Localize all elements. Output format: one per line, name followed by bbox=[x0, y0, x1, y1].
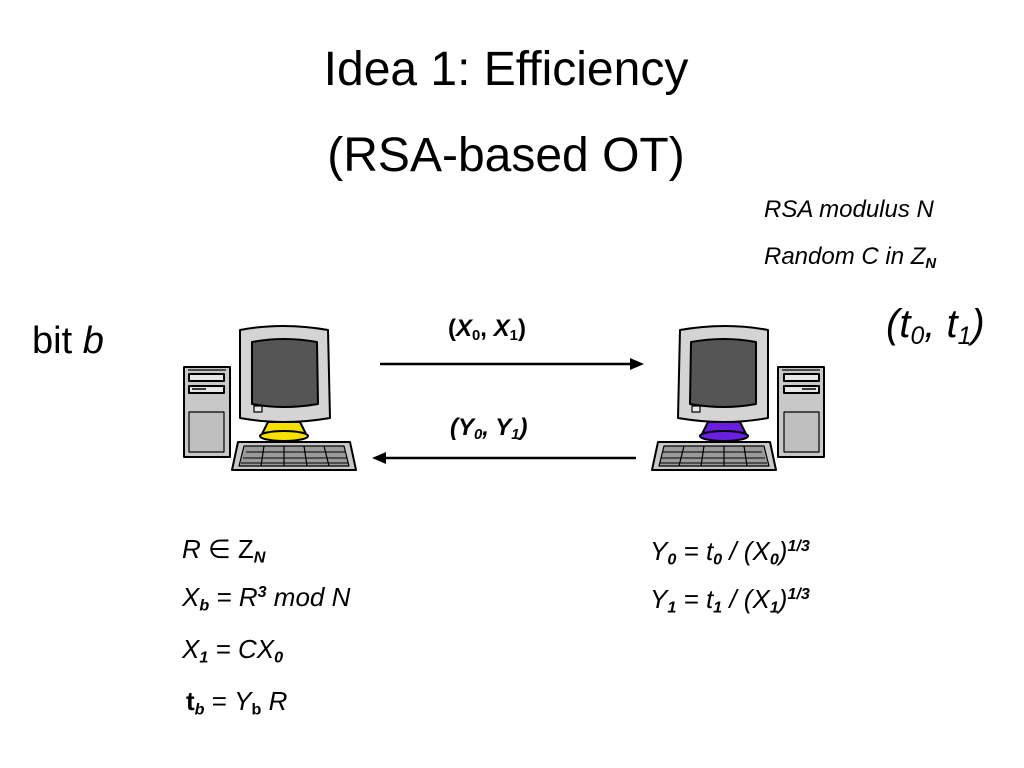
arrow-forward bbox=[380, 358, 644, 370]
receiver-step-1: R ∈ ZN bbox=[182, 534, 266, 567]
sender-setup-modulus: RSA modulus N bbox=[764, 196, 934, 223]
sender-setup-random-c: Random C in ZN bbox=[764, 243, 937, 273]
message-forward-label: (X0, X1) bbox=[448, 315, 526, 345]
sender-computer-icon bbox=[651, 325, 825, 471]
sender-step-2: Y1 = t1 / (X1)1/3 bbox=[650, 584, 810, 617]
sender-step-1: Y0 = t0 / (X0)1/3 bbox=[650, 536, 810, 569]
arrow-backward bbox=[372, 452, 636, 464]
sender-inputs: (t0, t1) bbox=[886, 302, 985, 350]
receiver-step-4: tb = Yb R bbox=[186, 686, 288, 719]
receiver-computer-icon bbox=[183, 325, 357, 471]
slide-title-line-2: (RSA-based OT) bbox=[327, 129, 685, 182]
receiver-input-bit: bit b bbox=[32, 320, 104, 362]
slide-title-line-1: Idea 1: Efficiency bbox=[323, 43, 689, 96]
receiver-step-2: Xb = R3 mod N bbox=[182, 582, 351, 615]
message-backward-label: (Y0, Y1) bbox=[450, 414, 528, 444]
receiver-step-3: X1 = CX0 bbox=[182, 634, 284, 667]
